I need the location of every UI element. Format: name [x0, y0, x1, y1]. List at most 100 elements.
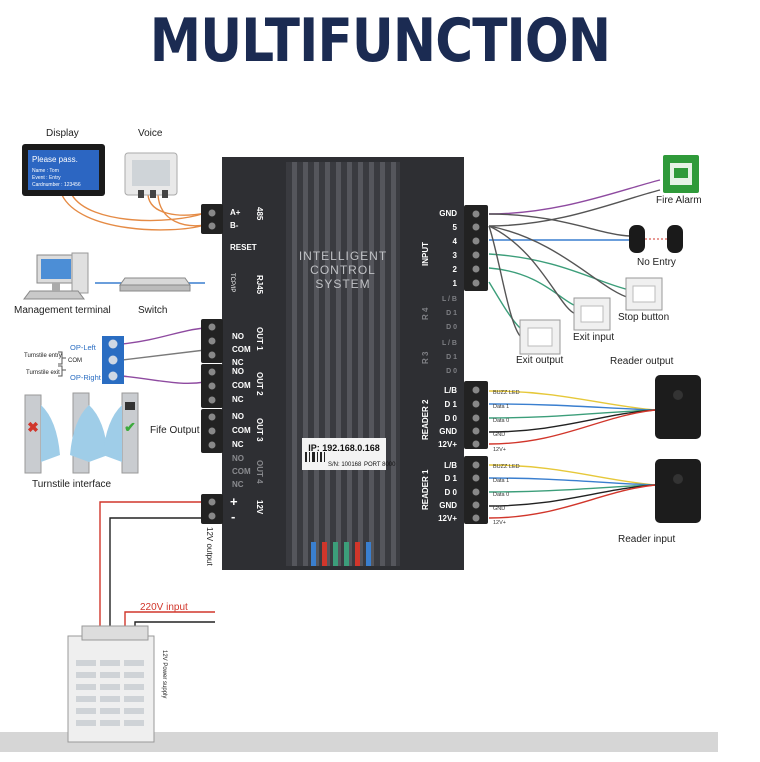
svg-text:GND: GND	[439, 209, 457, 218]
display-screen-text: Please pass. Name : Tom Event : Entry Ca…	[32, 155, 81, 188]
svg-text:L / B: L / B	[442, 296, 457, 303]
svg-text:GND: GND	[439, 427, 457, 436]
svg-text:COM: COM	[68, 358, 82, 364]
left-screws	[208, 209, 216, 520]
svg-text:READER 1: READER 1	[421, 469, 430, 510]
svg-text:OUT 3: OUT 3	[255, 418, 264, 442]
svg-text:R 3: R 3	[421, 351, 430, 364]
no-entry-label: No Entry	[637, 257, 676, 268]
svg-text:NC: NC	[232, 480, 244, 489]
exit-output-button-device	[519, 319, 561, 355]
svg-text:OUT 4: OUT 4	[255, 460, 264, 484]
svg-text:✔: ✔	[124, 419, 136, 435]
svg-text:-: -	[231, 509, 235, 524]
display-device	[22, 144, 105, 196]
network-switch-device	[119, 277, 191, 292]
svg-text:2: 2	[453, 265, 458, 274]
svg-text:Turnstile entry: Turnstile entry	[24, 353, 62, 359]
svg-text:COM: COM	[232, 426, 251, 435]
controller-port: PORT 8000	[364, 462, 396, 468]
svg-text:Cardnumber : 123456: Cardnumber : 123456	[32, 182, 81, 188]
svg-text:D 1: D 1	[445, 400, 458, 409]
svg-text:INPUT: INPUT	[421, 242, 430, 266]
svg-text:Turnstile exit: Turnstile exit	[26, 370, 60, 376]
svg-text:12V+: 12V+	[438, 440, 457, 449]
svg-text:OUT 2: OUT 2	[255, 372, 264, 396]
svg-text:D 0: D 0	[446, 324, 457, 331]
svg-text:GND: GND	[493, 506, 505, 512]
svg-text:OP-Left: OP-Left	[70, 343, 97, 352]
reader-input-label: Reader input	[618, 534, 676, 545]
heatsink-ribs	[292, 162, 396, 566]
svg-text:485: 485	[255, 207, 264, 221]
voice-label: Voice	[138, 128, 163, 139]
turnstile-interface-label: Turnstile interface	[32, 479, 112, 490]
left-port-labels: A+ B- RESET NO COM NC NO COM NC NO COM N…	[230, 208, 257, 449]
svg-text:L/B: L/B	[444, 386, 457, 395]
svg-text:NC: NC	[232, 395, 244, 404]
svg-text:GND: GND	[493, 432, 505, 438]
svg-text:5: 5	[453, 223, 458, 232]
reader-wire-labels: BUZZ LED Data 1 Data 0 GND 12V+ BUZZ LED…	[493, 390, 520, 526]
reader-output-label: Reader output	[610, 356, 674, 367]
no-entry-sensor-device	[629, 225, 683, 253]
voice-module	[124, 152, 178, 198]
controller-name-line1: INTELLIGENT	[299, 249, 387, 263]
svg-text:COM: COM	[232, 467, 251, 476]
fire-alarm-device	[663, 155, 699, 193]
svg-text:✖: ✖	[27, 419, 39, 435]
management-terminal-device	[23, 252, 89, 300]
svg-text:BUZZ LED: BUZZ LED	[493, 390, 520, 396]
svg-text:Data 1: Data 1	[493, 478, 509, 484]
svg-text:Data 0: Data 0	[493, 492, 509, 498]
svg-text:D 0: D 0	[446, 368, 457, 375]
controller-name-line2: CONTROL	[310, 263, 376, 277]
svg-text:D 1: D 1	[446, 310, 457, 317]
svg-text:Data 0: Data 0	[493, 418, 509, 424]
svg-text:NO: NO	[232, 332, 244, 341]
svg-text:A+: A+	[230, 208, 241, 217]
svg-text:Name : Tom: Name : Tom	[32, 168, 59, 174]
display-label: Display	[46, 128, 79, 139]
svg-text:OP-Right: OP-Right	[70, 373, 102, 382]
svg-text:12V+: 12V+	[493, 520, 506, 526]
svg-text:12V+: 12V+	[438, 514, 457, 523]
turnstile-gate-device: ✖ ✔	[24, 392, 139, 474]
controller-name-line3: SYSTEM	[315, 277, 370, 291]
svg-text:NC: NC	[232, 440, 244, 449]
management-terminal-label: Management terminal	[14, 305, 111, 316]
svg-text:B-: B-	[230, 221, 239, 230]
svg-text:Event : Entry: Event : Entry	[32, 175, 61, 181]
controller-ip: IP: 192.168.0.168	[308, 443, 380, 453]
svg-text:READER 2: READER 2	[421, 399, 430, 440]
svg-text:Data 1: Data 1	[493, 404, 509, 410]
exit-output-label: Exit output	[516, 355, 564, 366]
stop-button-device	[625, 277, 663, 311]
reader-output-device	[655, 375, 701, 439]
svg-text:Please pass.: Please pass.	[32, 155, 78, 164]
svg-text:NO: NO	[232, 367, 244, 376]
svg-text:220V input: 220V input	[140, 602, 188, 613]
exit-input-button-device	[573, 297, 611, 331]
exit-input-label: Exit input	[573, 332, 615, 343]
svg-text:BUZZ LED: BUZZ LED	[493, 464, 520, 470]
svg-text:+: +	[230, 494, 238, 509]
wires	[61, 179, 661, 628]
stop-button-label: Stop button	[618, 312, 670, 323]
svg-text:L/B: L/B	[444, 461, 457, 470]
svg-text:OUT 1: OUT 1	[255, 327, 264, 351]
svg-text:12V output: 12V output	[205, 527, 214, 566]
svg-text:COM: COM	[232, 381, 251, 390]
reader-input-device	[655, 459, 701, 523]
switch-label: Switch	[138, 305, 168, 316]
svg-text:12V+: 12V+	[493, 447, 506, 453]
right-port-labels: GND 5 4 3 2 1 L/B D 1 D 0 GND 12V+ L/B D…	[438, 209, 457, 523]
svg-text:COM: COM	[232, 345, 251, 354]
fire-alarm-label: Fire Alarm	[656, 195, 702, 206]
svg-text:NO: NO	[232, 454, 244, 463]
svg-text:D 1: D 1	[446, 354, 457, 361]
svg-text:3: 3	[453, 251, 458, 260]
svg-text:12V Power supply: 12V Power supply	[161, 650, 167, 698]
svg-text:L / B: L / B	[442, 340, 457, 347]
